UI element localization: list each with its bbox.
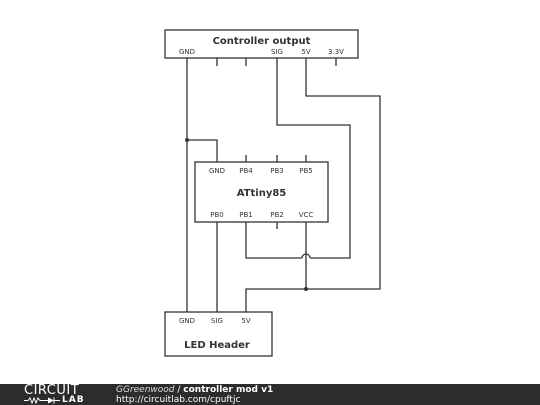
wire-pb1 [245,222,302,259]
circuitlab-logo[interactable]: CIRCUIT LAB [24,384,104,405]
controller-pin-sig: SIG [271,48,283,56]
junction-gnd [185,138,189,142]
wire-sig-controller [276,58,351,259]
controller-pin-3v3: 3.3V [328,48,344,56]
project-url[interactable]: http://circuitlab.com/cpuftjc [116,395,241,405]
credit-separator: / [174,385,184,395]
wire-5v-controller [245,58,381,312]
controller-title: Controller output [213,36,311,47]
attiny-pin-pb4: PB4 [239,167,253,175]
controller-pin-gnd: GND [179,48,195,56]
attiny85-block: ATtiny85 GND PB4 PB3 PB5 PB0 PB1 PB2 VCC [194,155,329,229]
attiny-pin-pb3: PB3 [270,167,283,175]
logo-text-lab: LAB [62,395,85,405]
schematic-canvas: Controller output GND SIG 5V 3.3V ATtiny… [164,29,381,357]
controller-output-block: Controller output GND SIG 5V 3.3V [164,29,359,66]
logo-text-circuit: CIRCUIT [24,383,80,398]
attiny-title: ATtiny85 [237,188,287,199]
attiny-pin-gnd: GND [209,167,225,175]
wires [185,58,381,312]
project-title[interactable]: controller mod v1 [183,385,274,395]
led-pin-sig: SIG [211,317,223,325]
footer-bar: CIRCUIT LAB GGreenwood / controller mod … [0,384,540,405]
attiny-pin-pb5: PB5 [299,167,312,175]
led-pin-5v: 5V [241,317,250,325]
author-link[interactable]: GGreenwood [116,385,175,395]
controller-pin-5v: 5V [301,48,310,56]
led-header-block: GND SIG 5V LED Header [164,311,273,357]
led-pin-gnd: GND [179,317,195,325]
resistor-diode-icon [24,397,60,404]
junction-5v [304,287,308,291]
attiny-pin-pb2: PB2 [270,211,283,219]
attiny-pin-vcc: VCC [299,211,314,219]
led-title: LED Header [184,340,250,351]
project-credit: GGreenwood / controller mod v1 [116,385,273,395]
attiny-pin-pb1: PB1 [239,211,252,219]
wire-gnd-attiny [187,139,218,162]
attiny-pin-pb0: PB0 [210,211,223,219]
